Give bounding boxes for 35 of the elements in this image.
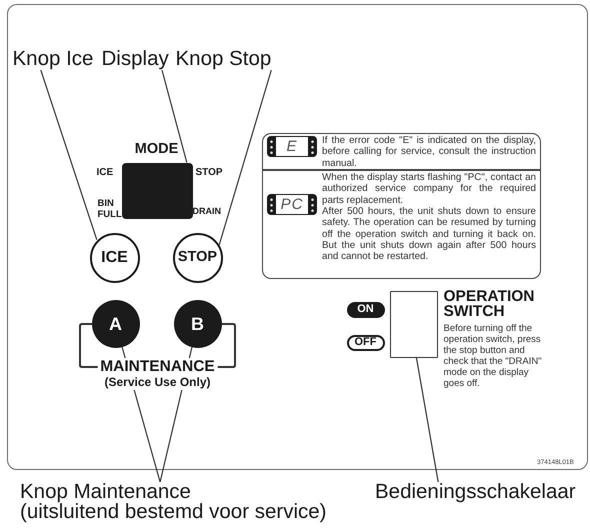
leader-line	[121, 346, 161, 482]
callout-label: Knop Maintenance	[20, 482, 192, 502]
display-heading: MODE	[134, 140, 178, 158]
mode-indicator-label: STOP	[196, 166, 223, 178]
mode-indicator-label: DRAIN	[192, 206, 221, 216]
mode-indicator-label: BIN FULL	[98, 198, 122, 220]
display-screen	[122, 162, 192, 218]
error-code-display: PC	[267, 194, 317, 215]
leader-line	[416, 357, 439, 482]
leader-line	[161, 70, 188, 163]
operation-switch	[390, 290, 438, 358]
round-button: ICE	[90, 232, 140, 282]
leader-line	[218, 70, 272, 246]
error-code-display: E	[267, 136, 317, 157]
callout-label: Display	[102, 46, 169, 70]
mode-indicator-label: ICE	[96, 166, 114, 178]
switch-instruction-text: Before turning off the operation switch, press the stop button and check that the "DRAIN" mode on the display goes off.	[444, 322, 543, 388]
group-heading: MAINTENANCE	[97, 358, 218, 376]
leader-line	[160, 346, 193, 482]
switch-position-label: ON	[346, 302, 384, 318]
notice-panel	[262, 132, 540, 278]
maintenance-button: A	[92, 300, 140, 348]
switch-position-label: OFF	[346, 334, 384, 350]
callout-label: Knop Ice	[12, 46, 94, 70]
notice-text: After 500 hours, the unit shuts down to ensure safety. The operation can be resumed by turning off the operation switch and turning it back on. But the unit shuts down again after 500 hours and cannot be restarted.	[322, 206, 536, 262]
round-button: STOP	[172, 232, 222, 282]
callout-label: Knop Stop	[176, 46, 272, 70]
notice-text: If the error code "E" is indicated on the display, before calling for service, consult the instruction manual.	[322, 135, 536, 169]
callout-label: (uitsluitend bestemd voor service)	[20, 502, 326, 522]
switch-heading: OPERATION SWITCH	[444, 288, 536, 318]
control-panel	[7, 4, 588, 470]
leader-line	[40, 70, 98, 240]
callout-label: Bedieningsschakelaar	[375, 482, 576, 502]
maintenance-button: B	[174, 300, 222, 348]
notice-text: When the display starts flashing "PC", contact an authorized service company for the required parts replacement.	[322, 172, 536, 206]
